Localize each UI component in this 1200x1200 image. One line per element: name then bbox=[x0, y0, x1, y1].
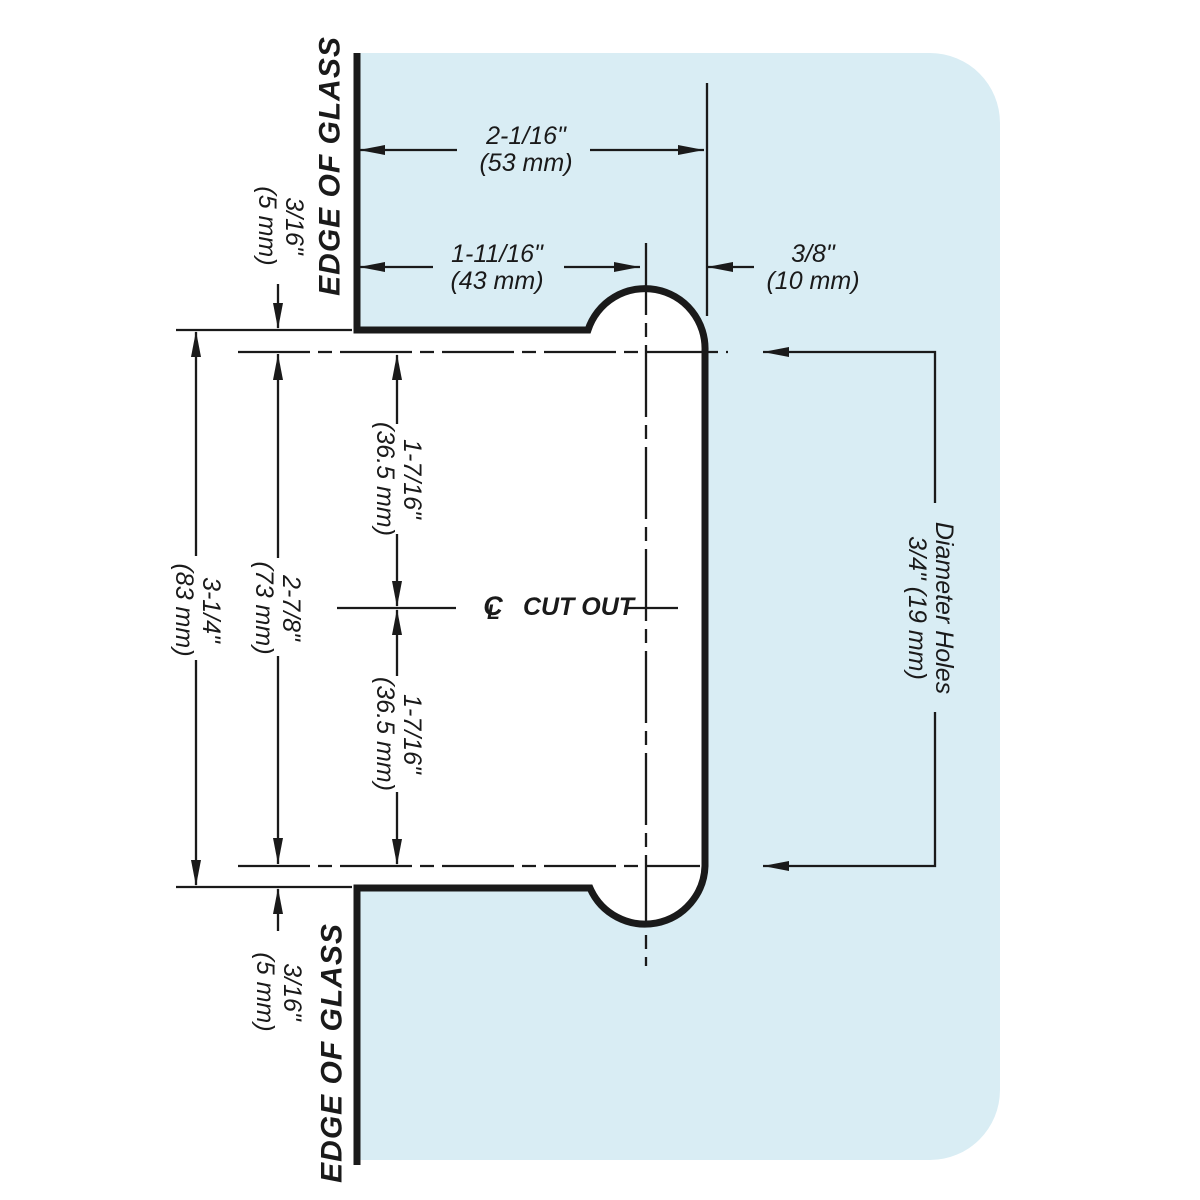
dim-edge-to-hole-center-inches: 1-11/16" bbox=[451, 240, 543, 268]
dim-hole-diameter-size: 3/4" (19 mm) bbox=[903, 536, 931, 680]
dim-bottom-offset: 3/16" (5 mm) bbox=[251, 952, 306, 1032]
dim-cutout-width: 2-1/16" (53 mm) bbox=[479, 123, 572, 177]
dim-cutout-height-inches: 3-1/4" bbox=[197, 577, 225, 643]
dim-hole-diameter: Diameter Holes 3/4" (19 mm) bbox=[903, 521, 958, 695]
dim-bottom-offset-metric: (5 mm) bbox=[251, 952, 279, 1032]
dim-hole-to-hole: 2-7/8" (73 mm) bbox=[250, 561, 305, 655]
dim-hole-diameter-label: Diameter Holes bbox=[930, 521, 958, 695]
dim-edge-to-hole-center-metric: (43 mm) bbox=[450, 267, 544, 295]
top-hole-leader bbox=[763, 350, 937, 503]
dim-hole-center-to-cutout-edge: 3/8" (10 mm) bbox=[766, 241, 859, 295]
arrowheads bbox=[191, 145, 789, 914]
bottom-hole-leader bbox=[763, 712, 937, 868]
dim-hole-to-hole-inches: 2-7/8" bbox=[277, 575, 305, 641]
edge-of-glass-label-top: EDGE OF GLASS bbox=[313, 36, 347, 296]
dim-top-offset: 3/16" (5 mm) bbox=[253, 186, 308, 266]
dim-cutout-height: 3-1/4" (83 mm) bbox=[170, 563, 225, 657]
cutout-label-text: CUT OUT bbox=[522, 592, 635, 621]
extension-lines bbox=[176, 83, 709, 889]
dim-lower-half-inches: 1-7/16" bbox=[398, 694, 426, 774]
centerline-symbol-l: L bbox=[486, 601, 500, 624]
dim-top-offset-inches: 3/16" bbox=[280, 197, 308, 255]
edge-of-glass-label-bottom: EDGE OF GLASS bbox=[315, 923, 349, 1183]
dim-cutout-width-inches: 2-1/16" bbox=[486, 122, 566, 150]
dim-upper-half-metric: (36.5 mm) bbox=[371, 422, 399, 536]
dim-upper-half-inches: 1-7/16" bbox=[398, 439, 426, 519]
dim-lower-half-metric: (36.5 mm) bbox=[371, 677, 399, 791]
dim-hole-center-to-cutout-edge-inches: 3/8" bbox=[791, 240, 835, 268]
dim-hole-to-hole-metric: (73 mm) bbox=[250, 561, 278, 655]
dim-cutout-width-metric: (53 mm) bbox=[479, 149, 573, 177]
centerlines bbox=[238, 243, 728, 966]
dim-top-offset-metric: (5 mm) bbox=[253, 186, 281, 266]
dim-edge-to-hole-center: 1-11/16" (43 mm) bbox=[450, 241, 543, 295]
dim-cutout-height-metric: (83 mm) bbox=[170, 563, 198, 657]
dim-hole-center-to-cutout-edge-metric: (10 mm) bbox=[766, 267, 860, 295]
dim-upper-half: 1-7/16" (36.5 mm) bbox=[371, 422, 426, 536]
dim-lower-half: 1-7/16" (36.5 mm) bbox=[371, 677, 426, 791]
dim-bottom-offset-inches: 3/16" bbox=[278, 963, 306, 1021]
centerline-symbol-c: C bbox=[483, 591, 503, 621]
